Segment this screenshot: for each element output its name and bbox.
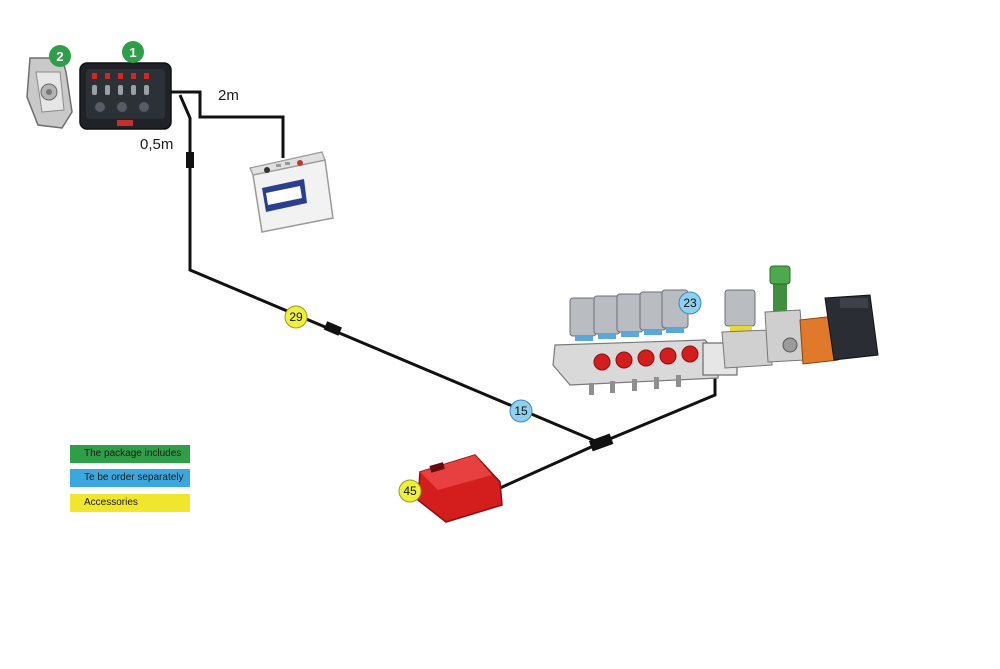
valve-assembly — [552, 265, 879, 395]
badge-29-label: 29 — [289, 310, 303, 324]
badge-2: 2 — [49, 45, 71, 67]
control-box — [79, 62, 172, 130]
short-cable-length: 0,5m — [140, 136, 173, 153]
battery-cable — [170, 90, 285, 158]
legend-included: The package includes — [70, 445, 190, 463]
connector-junction — [588, 433, 614, 452]
mounting-bracket — [26, 57, 73, 129]
badge-1-label: 1 — [129, 45, 136, 60]
valve-cable — [599, 375, 717, 445]
badge-2-label: 2 — [56, 49, 63, 64]
connector-short — [186, 152, 194, 168]
badge-45-label: 45 — [403, 484, 417, 498]
main-cable — [178, 94, 601, 445]
flow-meter-cable — [499, 441, 601, 490]
legend-separate: Te be order separately — [70, 469, 190, 487]
badge-45: 45 — [398, 479, 422, 503]
connector-mid — [323, 321, 342, 336]
badge-29: 29 — [284, 305, 308, 329]
battery-cable-length: 2m — [218, 87, 239, 104]
legend-accessories: Accessories — [70, 494, 190, 512]
badge-15: 15 — [509, 399, 533, 423]
badge-15-label: 15 — [514, 404, 528, 418]
badge-23-label: 23 — [683, 296, 697, 310]
cables — [170, 90, 717, 490]
badge-1: 1 — [122, 41, 144, 63]
badge-23: 23 — [678, 291, 702, 315]
flow-meter — [417, 454, 503, 523]
battery — [249, 151, 334, 233]
